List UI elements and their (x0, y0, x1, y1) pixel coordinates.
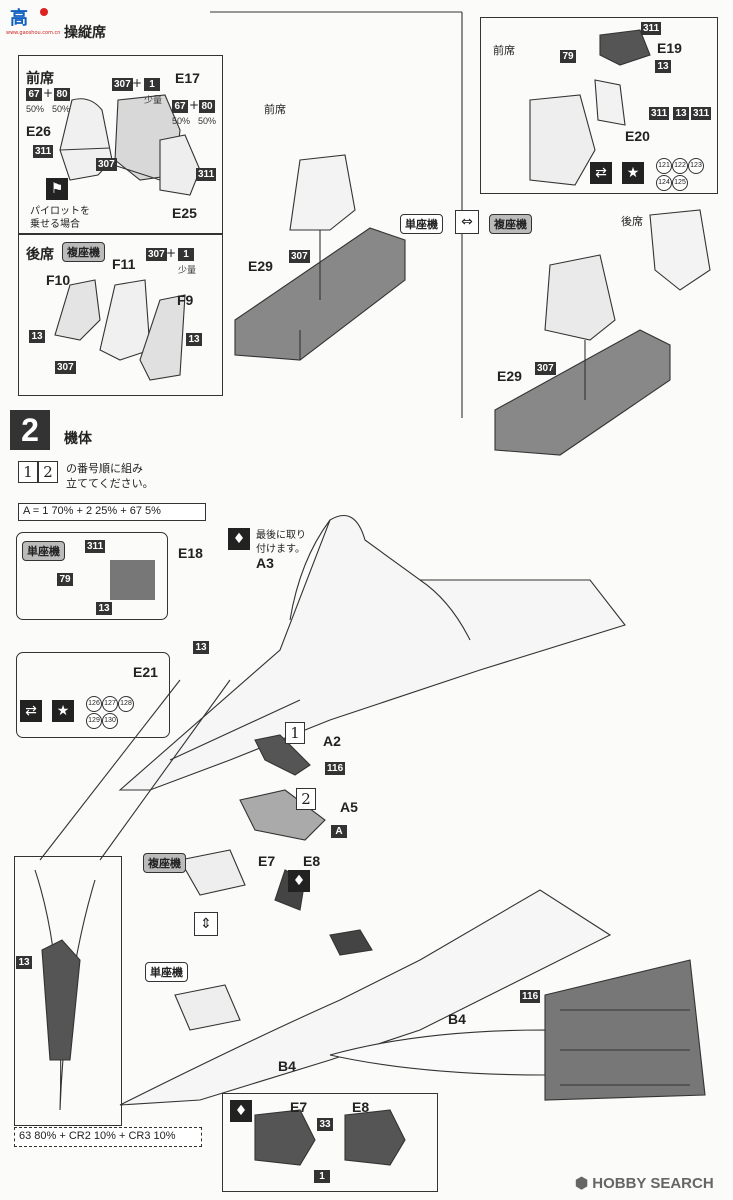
dual-seat-tag: 複座機 (62, 242, 105, 262)
glue-drop-icon: ♦ (228, 528, 250, 550)
front-seat-title: 前席 (26, 70, 54, 86)
rear-seat-title: 後席 (26, 246, 54, 262)
bottom-parts-box (222, 1093, 438, 1192)
site-logo: 高 www.gaoshou.com.cn (6, 8, 61, 36)
pilot-figure-icon: ⚑ (46, 178, 68, 200)
hobby-search-watermark: ⬢ HOBBY SEARCH (575, 1175, 714, 1192)
nose-detail-box (14, 856, 122, 1126)
switch-arrows-icon: ⇔ (455, 210, 479, 234)
mix-formula: A = 1 70% + 2 25% + 67 5% (18, 503, 206, 521)
logo-dot (40, 8, 48, 16)
section-title: 操縦席 (64, 24, 106, 40)
swap-arrows-icon-2: ⇄ (20, 700, 42, 722)
star-icon-2: ★ (52, 700, 74, 722)
nose-formula: 63 80% + CR2 10% + CR3 10% (14, 1127, 202, 1147)
glue-drop-icon-2: ♦ (288, 870, 310, 892)
single-seat-box (16, 532, 168, 620)
dual-seat-tag-switch: 複座機 (489, 214, 532, 234)
star-icon: ★ (622, 162, 644, 184)
watermark-logo-icon: ⬢ (575, 1175, 593, 1192)
front-seat-box (18, 55, 223, 234)
right-seat-box (480, 17, 718, 194)
step-title: 機体 (64, 430, 92, 446)
step-number: 2 (10, 410, 50, 450)
glue-drop-icon-3: ♦ (230, 1100, 252, 1122)
swap-arrows-icon: ⇄ (590, 162, 612, 184)
single-seat-tag: 単座機 (400, 214, 443, 234)
rear-seat-box (18, 234, 223, 396)
vertical-arrows-icon: ⇕ (194, 912, 218, 936)
e21-decal-box (16, 652, 170, 738)
